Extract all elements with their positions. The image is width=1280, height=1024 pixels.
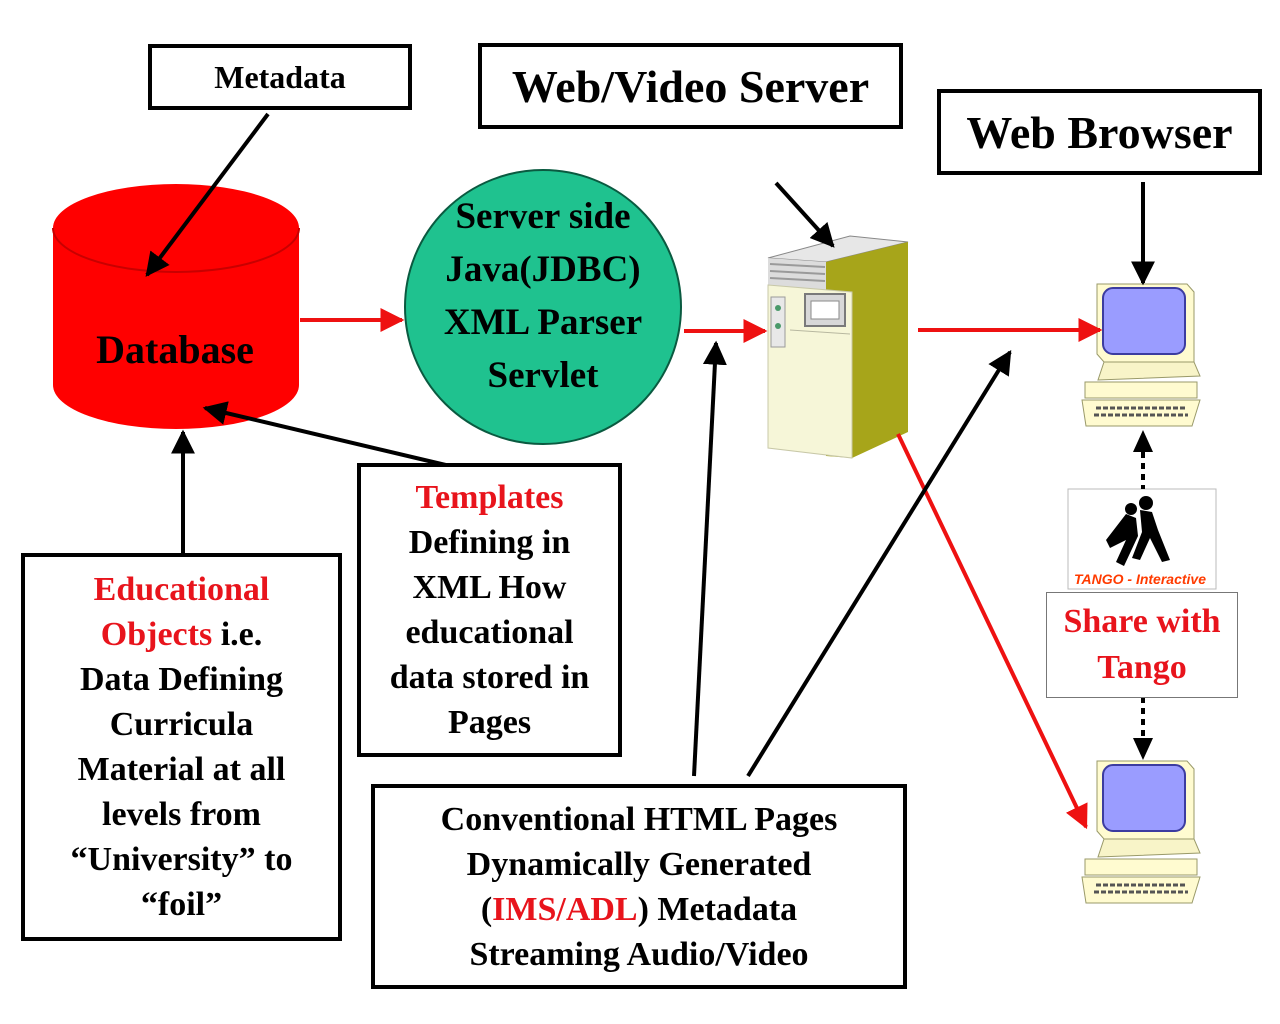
educational-line: Curricula	[109, 706, 254, 743]
paren-open: (	[480, 890, 493, 928]
servlet-oval-text: Server side Java(JDBC) XML Parser Servle…	[405, 190, 681, 402]
share-line: Share with	[1063, 603, 1221, 640]
servlet-line: Java(JDBC)	[445, 249, 641, 290]
share-arrow-top	[1133, 430, 1153, 489]
conventional-line: Conventional HTML Pages	[440, 800, 838, 838]
arrow-html-to-server-2	[746, 349, 1012, 778]
templates-line: Defining in	[408, 524, 571, 561]
servlet-line: Servlet	[487, 355, 599, 396]
arrow-metadata-to-db	[145, 112, 270, 277]
educational-title-line2: Objects i.e.	[101, 612, 262, 657]
templates-box: Templates Defining in XML How educationa…	[357, 463, 622, 757]
bottom-computer-icon	[1081, 760, 1201, 904]
tango-logo-text: TANGO - Interactive	[1074, 571, 1206, 587]
metadata-text: ) Metadata	[637, 890, 798, 928]
web-video-server-label: Web/Video Server	[511, 60, 870, 112]
templates-line: XML How	[412, 569, 567, 606]
top-computer-icon	[1081, 283, 1201, 427]
web-browser-label-box: Web Browser	[937, 89, 1262, 175]
educational-objects-word: Objects	[100, 616, 213, 653]
share-line: Tango	[1097, 649, 1187, 686]
servlet-oval	[404, 169, 682, 445]
educational-ie: i.e.	[212, 616, 263, 653]
database-label: Database	[96, 327, 254, 372]
tango-logo	[1067, 488, 1217, 590]
server-tower-icon	[767, 235, 909, 459]
templates-line: Pages	[447, 704, 532, 741]
educational-objects-box: Educational Objects i.e. Data Defining C…	[21, 553, 342, 941]
educational-title: Educational	[93, 571, 270, 608]
ims-adl: IMS/ADL	[492, 890, 638, 928]
arrow-server-to-bottom-computer	[896, 433, 1088, 830]
educational-line: “foil”	[140, 886, 223, 923]
share-arrow-bottom	[1133, 697, 1153, 760]
arrow-html-to-server-1	[692, 340, 727, 777]
templates-line: educational	[405, 614, 574, 651]
educational-line: Data Defining	[79, 661, 284, 698]
web-browser-label: Web Browser	[966, 106, 1233, 158]
conventional-line: Dynamically Generated	[466, 845, 812, 883]
web-video-server-label-box: Web/Video Server	[478, 43, 903, 129]
conventional-line-3: (IMS/ADL) Metadata	[481, 887, 797, 932]
conventional-html-box: Conventional HTML Pages Dynamically Gene…	[371, 784, 907, 989]
templates-title: Templates	[415, 479, 564, 516]
arrow-templates-to-db	[202, 401, 451, 468]
arrow-label-to-server	[774, 181, 835, 248]
educational-line: “University” to	[70, 841, 293, 878]
educational-line: levels from	[102, 796, 261, 833]
templates-line: data stored in	[389, 659, 590, 696]
servlet-line: Server side	[455, 196, 631, 237]
share-with-tango-box: Share with Tango	[1046, 592, 1238, 698]
educational-line: Material at all	[77, 751, 286, 788]
metadata-label: Metadata	[214, 58, 346, 95]
conventional-line: Streaming Audio/Video	[469, 935, 809, 973]
database-cylinder	[52, 184, 300, 429]
servlet-line: XML Parser	[443, 302, 643, 343]
metadata-label-box: Metadata	[148, 44, 412, 110]
